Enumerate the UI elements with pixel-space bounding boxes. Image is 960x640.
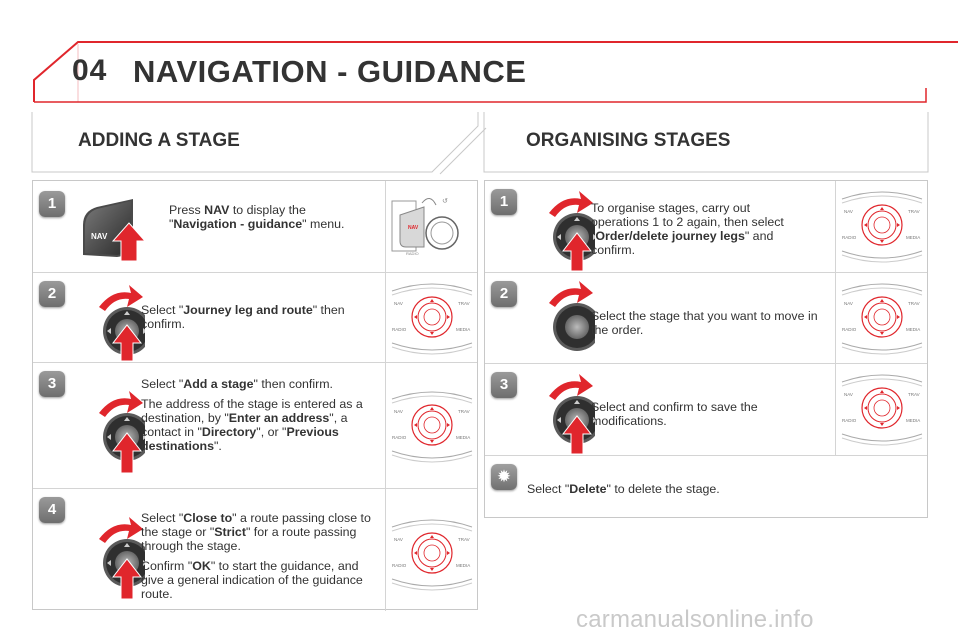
- control-panel-icon: NAV TRAV RADIO MEDIA: [391, 519, 473, 591]
- step-badge: 2: [39, 281, 65, 307]
- right-section-title: ORGANISING STAGES: [526, 130, 731, 151]
- svg-text:TRAV: TRAV: [458, 409, 470, 414]
- right-step-3: 3 Select and confirm to save the modific…: [485, 363, 927, 455]
- rotary-dial-icon: [99, 391, 145, 474]
- svg-text:NAV: NAV: [844, 301, 853, 306]
- svg-text:NAV: NAV: [408, 225, 419, 231]
- control-panel-icon: NAV TRAV RADIO MEDIA: [841, 374, 923, 446]
- right-step-1: 1 To organise stages, carry out operatio…: [485, 181, 927, 272]
- step-badge: 4: [39, 497, 65, 523]
- svg-text:MEDIA: MEDIA: [906, 235, 920, 240]
- chapter-title: NAVIGATION - GUIDANCE: [133, 54, 527, 89]
- control-panel-thumbnail: NAV TRAV RADIO MEDIA: [835, 273, 927, 363]
- svg-text:MEDIA: MEDIA: [906, 418, 920, 423]
- control-panel-icon: NAV TRAV RADIO MEDIA: [391, 283, 473, 355]
- header-frame: [33, 41, 958, 103]
- left-step-2: 2 Select "Journey leg and route" then co…: [33, 272, 477, 362]
- step-badge: 3: [39, 371, 65, 397]
- svg-text:TRAV: TRAV: [908, 209, 920, 214]
- svg-text:MEDIA: MEDIA: [456, 563, 470, 568]
- step-badge: 3: [491, 372, 517, 398]
- step-text: Select "Close to" a route passing close …: [141, 511, 371, 601]
- chapter-number: 04: [72, 54, 108, 87]
- step-badge: 1: [491, 189, 517, 215]
- step-text: Select "Delete" to delete the stage.: [527, 482, 720, 496]
- control-panel-thumbnail: NAV TRAV RADIO MEDIA: [385, 273, 477, 362]
- control-panel-icon: NAV TRAV RADIO MEDIA: [841, 283, 923, 355]
- control-panel-icon: NAV TRAV RADIO MEDIA: [841, 191, 923, 263]
- step-badge: 2: [491, 281, 517, 307]
- svg-text:RADIO: RADIO: [406, 251, 419, 256]
- svg-text:TRAV: TRAV: [908, 392, 920, 397]
- rotary-dial-icon: [549, 191, 595, 272]
- step-text: Press NAV to display the "Navigation - g…: [169, 203, 345, 231]
- rotary-dial-icon: [549, 374, 595, 455]
- left-step-1: 1 NAV Press NAV to display the "Navigati…: [33, 181, 477, 272]
- rotary-dial-icon: [549, 281, 595, 351]
- right-steps-panel: 1 To organise stages, carry out operatio…: [484, 180, 928, 518]
- step-text: Select the stage that you want to move i…: [591, 309, 818, 337]
- svg-text:TRAV: TRAV: [458, 537, 470, 542]
- svg-text:NAV: NAV: [844, 209, 853, 214]
- svg-text:MEDIA: MEDIA: [456, 435, 470, 440]
- step-text: Select "Journey leg and route" then conf…: [141, 303, 345, 331]
- svg-text:NAV: NAV: [91, 232, 108, 241]
- svg-text:↺: ↺: [442, 198, 448, 205]
- step-text: Select "Add a stage" then confirm. The a…: [141, 377, 363, 453]
- svg-text:RADIO: RADIO: [392, 327, 407, 332]
- svg-text:MEDIA: MEDIA: [456, 327, 470, 332]
- svg-text:NAV: NAV: [394, 409, 403, 414]
- nav-panel-icon: NAV ↺ RADIO: [391, 198, 459, 256]
- svg-text:RADIO: RADIO: [842, 418, 857, 423]
- nav-panel-thumbnail: NAV ↺ RADIO: [385, 181, 477, 272]
- gear-icon: ✹: [491, 464, 517, 490]
- left-step-3: 3 Select "Add a stage" then confirm. The…: [33, 362, 477, 488]
- right-step-2: 2 Select the stage that you want to move…: [485, 272, 927, 363]
- rotary-dial-icon: [99, 285, 145, 362]
- left-section-title: ADDING A STAGE: [78, 130, 240, 151]
- right-step-delete: ✹ Select "Delete" to delete the stage.: [485, 455, 927, 519]
- svg-text:NAV: NAV: [394, 301, 403, 306]
- watermark: carmanualsonline.info: [576, 606, 814, 633]
- control-panel-thumbnail: NAV TRAV RADIO MEDIA: [385, 489, 477, 611]
- svg-text:RADIO: RADIO: [392, 435, 407, 440]
- control-panel-thumbnail: NAV TRAV RADIO MEDIA: [385, 363, 477, 488]
- svg-text:RADIO: RADIO: [392, 563, 407, 568]
- svg-text:TRAV: TRAV: [458, 301, 470, 306]
- step-badge: 1: [39, 191, 65, 217]
- svg-text:RADIO: RADIO: [842, 235, 857, 240]
- svg-text:MEDIA: MEDIA: [906, 327, 920, 332]
- section-title-frame: [31, 112, 929, 175]
- control-panel-thumbnail: NAV TRAV RADIO MEDIA: [835, 181, 927, 272]
- svg-text:RADIO: RADIO: [842, 327, 857, 332]
- page-header: 04 NAVIGATION - GUIDANCE: [0, 0, 960, 110]
- step-text: To organise stages, carry out operations…: [591, 201, 784, 257]
- left-step-4: 4 Select "Close to" a route passing clos…: [33, 488, 477, 611]
- svg-text:NAV: NAV: [394, 537, 403, 542]
- step-text: Select and confirm to save the modificat…: [591, 400, 758, 428]
- control-panel-thumbnail: NAV TRAV RADIO MEDIA: [835, 364, 927, 455]
- svg-text:NAV: NAV: [844, 392, 853, 397]
- rotary-dial-icon: [99, 517, 145, 600]
- nav-button-icon: NAV: [83, 199, 147, 262]
- control-panel-icon: NAV TRAV RADIO MEDIA: [391, 391, 473, 463]
- svg-text:TRAV: TRAV: [908, 301, 920, 306]
- left-steps-panel: 1 NAV Press NAV to display the "Navigati…: [32, 180, 478, 611]
